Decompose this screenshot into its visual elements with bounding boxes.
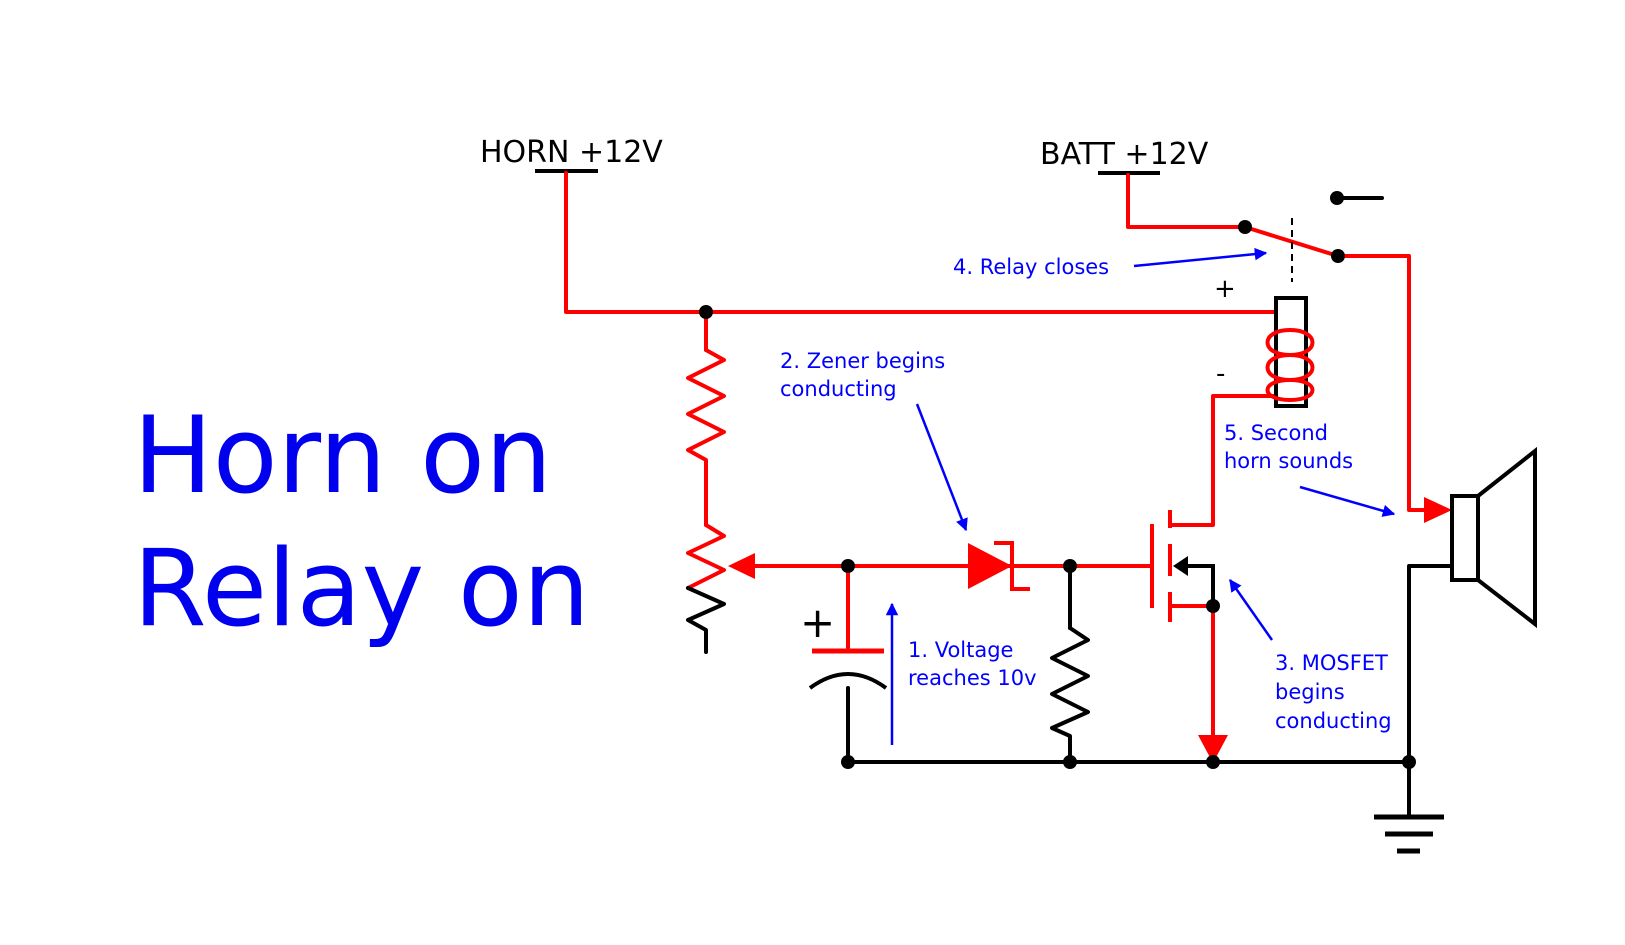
potentiometer-lower [686, 586, 726, 654]
batt-supply-label: BATT +12V [1040, 137, 1209, 172]
junction-dots [699, 191, 1416, 769]
annotation-step-5: 5. Second horn sounds [1224, 421, 1396, 517]
title-line-relay-on: Relay on [133, 527, 590, 650]
zener-diode [968, 541, 1030, 591]
ground-symbol [1374, 814, 1444, 854]
horn-supply-label: HORN +12V [480, 135, 663, 170]
resistor-top [686, 348, 726, 527]
svg-text:2. Zener begins: 2. Zener begins [780, 349, 945, 373]
capacitor-plus-sign: + [800, 598, 835, 647]
svg-text:5. Second: 5. Second [1224, 421, 1328, 445]
coil-plus-sign: + [1214, 274, 1236, 304]
resistor-gate [1050, 626, 1090, 764]
svg-text:conducting: conducting [780, 377, 897, 401]
annotation-step-4: 4. Relay closes [953, 247, 1268, 279]
svg-text:4. Relay closes: 4. Relay closes [953, 255, 1109, 279]
mosfet [1150, 510, 1215, 622]
svg-text:begins: begins [1275, 680, 1345, 704]
svg-text:conducting: conducting [1275, 709, 1392, 733]
active-wires [564, 171, 1452, 763]
annotation-step-2: 2. Zener begins conducting [780, 349, 968, 532]
coil-minus-sign: - [1216, 359, 1225, 389]
potentiometer-upper [686, 523, 726, 590]
horn-speaker-icon [1450, 446, 1537, 629]
svg-text:1. Voltage: 1. Voltage [908, 638, 1013, 662]
capacitor-bottom-plate [808, 672, 888, 690]
svg-text:reaches 10v: reaches 10v [908, 666, 1037, 690]
svg-text:3. MOSFET: 3. MOSFET [1275, 651, 1388, 675]
annotation-step-3: 3. MOSFET begins conducting [1228, 578, 1392, 733]
svg-text:horn sounds: horn sounds [1224, 449, 1353, 473]
title-line-horn-on: Horn on [133, 394, 552, 517]
annotation-step-1: 1. Voltage reaches 10v [885, 602, 1037, 745]
relay-coil [1265, 296, 1315, 408]
